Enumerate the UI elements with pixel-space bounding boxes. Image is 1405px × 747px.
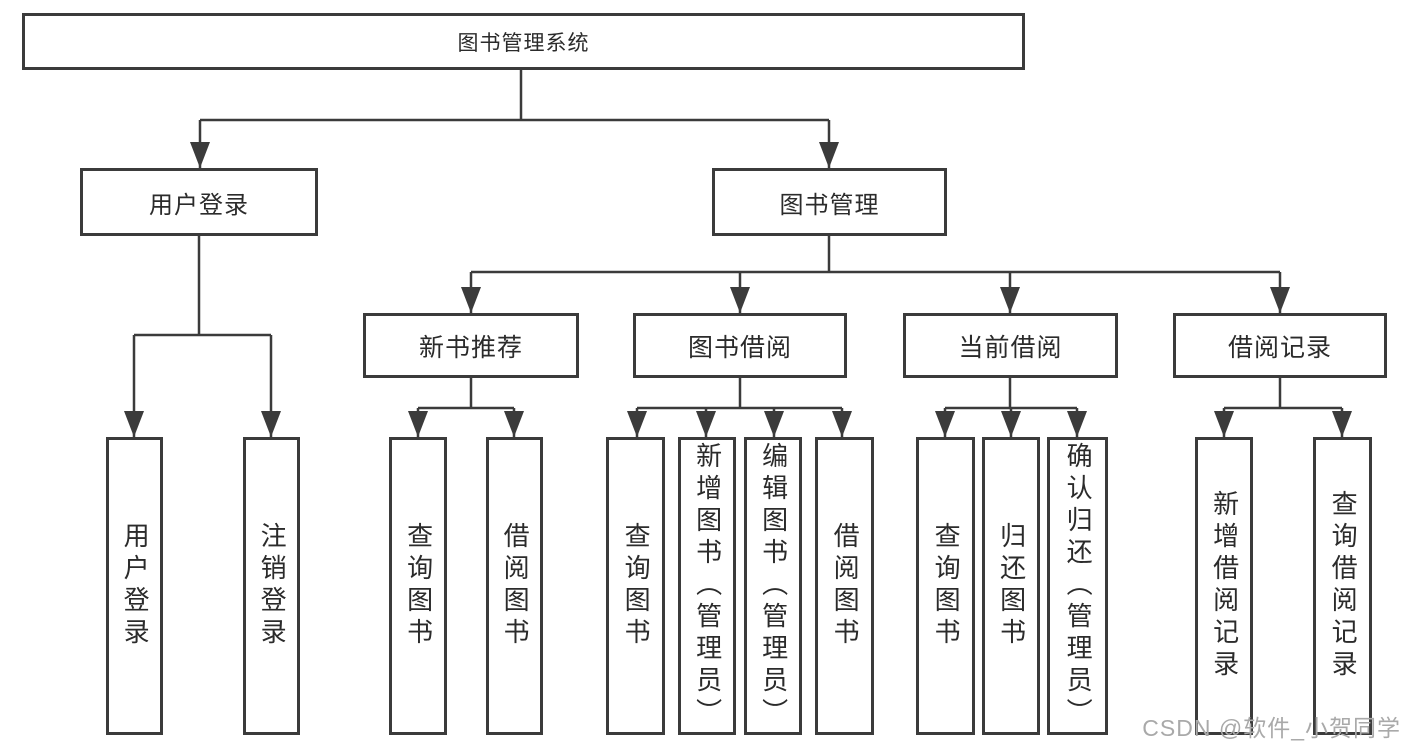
leaf-query-books-current: 查询图书 [916, 437, 975, 735]
leaf-label: 查询借阅记录 [1328, 490, 1359, 682]
leaf-query-books-borrow: 查询图书 [606, 437, 665, 735]
leaf-label: 新增图书（管理员） [692, 442, 723, 730]
leaf-query-books-recommend: 查询图书 [389, 437, 447, 735]
node-user-login: 用户登录 [80, 168, 318, 236]
leaf-add-borrow-record: 新增借阅记录 [1195, 437, 1253, 735]
leaf-label: 归还图书 [996, 522, 1027, 650]
node-library-management-system: 图书管理系统 [22, 13, 1025, 70]
leaf-label: 借阅图书 [830, 522, 861, 650]
leaf-borrow-books: 借阅图书 [815, 437, 874, 735]
leaf-return-books: 归还图书 [982, 437, 1040, 735]
leaf-label: 查询图书 [931, 522, 962, 650]
leaf-confirm-return-admin: 确认归还（管理员） [1047, 437, 1108, 735]
node-book-management: 图书管理 [712, 168, 947, 236]
node-borrow-records: 借阅记录 [1173, 313, 1387, 378]
leaf-label: 编辑图书（管理员） [758, 442, 789, 730]
leaf-label: 新增借阅记录 [1209, 490, 1240, 682]
leaf-label: 确认归还（管理员） [1063, 442, 1094, 730]
node-new-book-recommend: 新书推荐 [363, 313, 579, 378]
leaf-add-books-admin: 新增图书（管理员） [678, 437, 736, 735]
leaf-label: 借阅图书 [500, 522, 531, 650]
leaf-label: 注销登录 [257, 522, 288, 650]
leaf-logout: 注销登录 [243, 437, 300, 735]
leaf-user-login: 用户登录 [106, 437, 163, 735]
node-book-borrow: 图书借阅 [633, 313, 847, 378]
node-current-borrow: 当前借阅 [903, 313, 1118, 378]
leaf-label: 查询图书 [621, 522, 652, 650]
leaf-edit-books-admin: 编辑图书（管理员） [744, 437, 802, 735]
leaf-label: 用户登录 [120, 522, 151, 650]
leaf-query-borrow-record: 查询借阅记录 [1313, 437, 1372, 735]
watermark: CSDN @软件_小贺同学 [1142, 715, 1401, 741]
leaf-borrow-books-recommend: 借阅图书 [486, 437, 543, 735]
leaf-label: 查询图书 [403, 522, 434, 650]
